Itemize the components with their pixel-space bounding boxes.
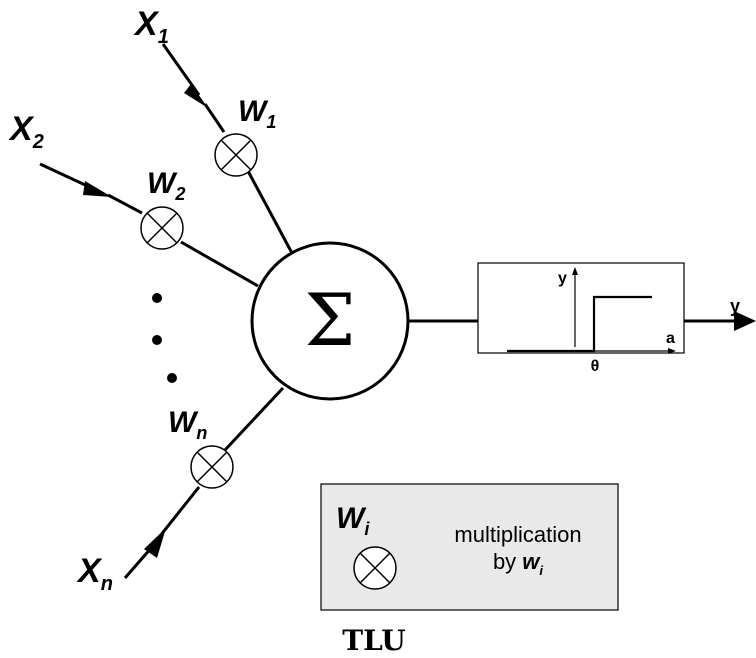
input-n-line-b [223, 386, 285, 452]
input-n-line-a [158, 486, 201, 537]
input-2-line-a [107, 193, 143, 215]
input-2-label: X2 [8, 110, 44, 153]
input-2: X2 W2 [8, 110, 259, 288]
step-function-box: y a θ [477, 262, 685, 375]
caption: TLU [342, 624, 405, 657]
legend-frame [320, 483, 619, 611]
input-n: Xn Wn [76, 386, 285, 595]
step-y-axis-arrow [572, 267, 578, 275]
weight-1-label: W1 [238, 95, 276, 132]
step-x-axis-arrow [668, 348, 676, 354]
input-1-line-a [203, 103, 226, 133]
input-1-line-b [246, 170, 295, 256]
legend-box: Wi multiplication by wi [320, 483, 619, 611]
input-n-arrow-segment [123, 546, 154, 579]
summation-node: Σ [250, 241, 410, 401]
input-2-line-b [180, 240, 259, 288]
step-function-frame [477, 262, 685, 354]
output: y [684, 296, 756, 331]
threshold-label: θ [591, 358, 600, 375]
input-1-arrow-segment [161, 43, 201, 96]
ellipsis-dots [152, 293, 177, 383]
ellipsis-dot [167, 373, 177, 383]
legend-weight-label: Wi [336, 502, 370, 539]
weight-2-label: W2 [147, 167, 185, 204]
weight-n-multiplier-icon [190, 445, 234, 489]
summation-symbol: Σ [305, 278, 356, 362]
output-arrowhead [734, 311, 756, 331]
input-n-label: Xn [76, 552, 113, 595]
output-label: y [730, 296, 740, 316]
weight-2-multiplier-icon [140, 206, 184, 250]
input-1-label: X1 [133, 5, 169, 48]
input-1-arrowhead [184, 84, 208, 108]
legend-text-line2: by wi [493, 549, 543, 578]
legend-text-line1: multiplication [454, 522, 581, 547]
step-y-label: y [558, 270, 567, 287]
input-2-arrowhead [83, 181, 112, 197]
step-x-label: a [666, 330, 675, 347]
step-curve [507, 295, 652, 353]
ellipsis-dot [152, 293, 162, 303]
legend-multiplier-icon [353, 546, 397, 590]
weight-1-multiplier-icon [214, 133, 258, 177]
input-1: X1 W1 [133, 5, 295, 256]
ellipsis-dot [152, 335, 162, 345]
weight-n-label: Wn [168, 406, 207, 443]
